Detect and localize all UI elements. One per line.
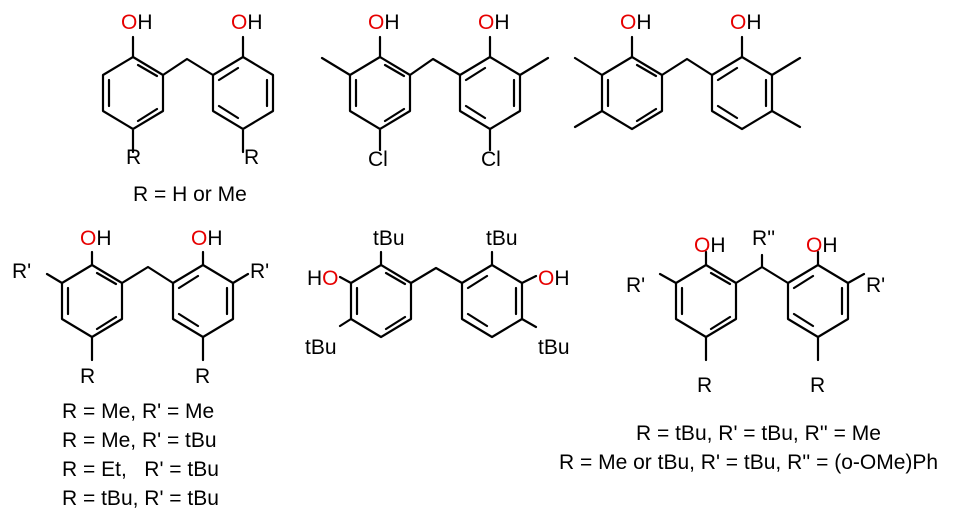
s5-tbu-bottom-left: tBu bbox=[305, 336, 337, 359]
s4-caption-4: R = tBu, R' = tBu bbox=[62, 487, 219, 508]
s6-oh-right: OH bbox=[806, 234, 838, 257]
s6-caption-2: R = Me or tBu, R' = tBu, R'' = (o-OMe)Ph bbox=[559, 451, 938, 474]
s4-bonds bbox=[45, 250, 250, 362]
s4-r-left: R bbox=[80, 365, 95, 388]
s6-rp-right: R' bbox=[866, 274, 885, 297]
s2-oh-left: OH bbox=[368, 11, 400, 34]
s5-oh-right: OH bbox=[538, 267, 570, 290]
structure-5-meta-bisphenol: tBu tBu HO OH tBu tBu bbox=[305, 227, 570, 359]
s4-oh-left: OH bbox=[80, 227, 112, 250]
s2-bonds bbox=[320, 35, 550, 152]
s4-oh-right: OH bbox=[191, 227, 223, 250]
s1-caption: R = H or Me bbox=[133, 183, 247, 206]
s6-caption-1: R = tBu, R' = tBu, R'' = Me bbox=[636, 422, 881, 445]
s4-r-right: R bbox=[195, 365, 210, 388]
s4-rp-left: R' bbox=[12, 260, 31, 283]
structure-4-alkyl-bisphenol: OH OH R' R' R R R = Me, R' = Me R = Me, … bbox=[12, 227, 269, 508]
s1-r-right: R bbox=[244, 146, 259, 169]
s5-tbu-bottom-right: tBu bbox=[538, 336, 570, 359]
s6-rpp: R'' bbox=[752, 227, 775, 250]
s4-caption-1: R = Me, R' = Me bbox=[62, 400, 214, 423]
s5-bonds bbox=[338, 250, 538, 339]
s5-ho-left: HO bbox=[307, 267, 339, 290]
s2-cl-left: Cl bbox=[368, 148, 388, 171]
s4-caption-2: R = Me, R' = tBu bbox=[62, 429, 217, 452]
s4-caption-3: R = Et, R' = tBu bbox=[62, 458, 219, 481]
s3-bonds bbox=[573, 35, 802, 131]
s4-rp-right: R' bbox=[250, 260, 269, 283]
s2-cl-right: Cl bbox=[481, 148, 501, 171]
structure-2-dichloro-bisphenol: OH OH Cl Cl bbox=[320, 11, 550, 171]
structure-6-substituted-methylene-bisphenol: OH R'' OH R' R' R R R = tBu, R' = tBu, R… bbox=[559, 227, 938, 474]
s6-r-right: R bbox=[810, 374, 825, 397]
s6-rp-left: R' bbox=[626, 274, 645, 297]
s3-oh-left: OH bbox=[620, 11, 652, 34]
s1-oh-left: OH bbox=[121, 11, 153, 34]
s3-oh-right: OH bbox=[730, 11, 762, 34]
structure-1-bisphenol: OH OH R R R = H or Me bbox=[101, 11, 275, 206]
s6-oh-left: OH bbox=[694, 234, 726, 257]
s6-r-left: R bbox=[697, 374, 712, 397]
structure-3-tetramethyl-bisphenol: OH OH bbox=[573, 11, 802, 131]
s1-oh-right: OH bbox=[231, 11, 263, 34]
s5-tbu-top-right: tBu bbox=[486, 227, 518, 250]
s1-r-left: R bbox=[126, 146, 141, 169]
s1-bonds bbox=[101, 35, 275, 154]
s2-oh-right: OH bbox=[478, 11, 510, 34]
s5-tbu-top-left: tBu bbox=[373, 227, 405, 250]
s6-bonds bbox=[658, 250, 866, 362]
